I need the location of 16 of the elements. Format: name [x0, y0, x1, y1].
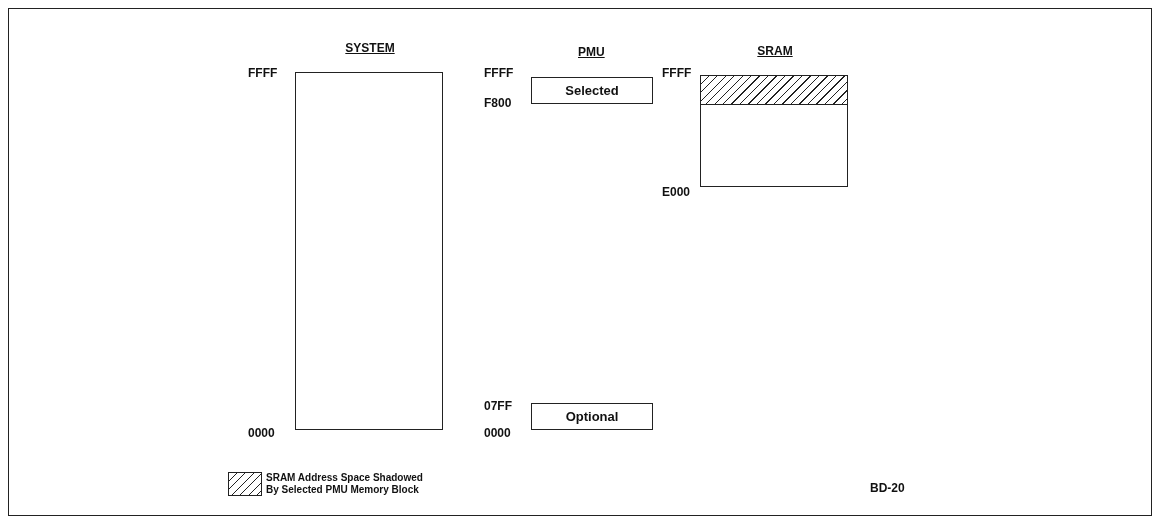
memory-block: Optional [531, 403, 653, 430]
address-label: FFFF [484, 66, 514, 80]
column-heading: PMU [578, 45, 605, 59]
address-label: 0000 [248, 426, 275, 440]
column-heading: SYSTEM [344, 41, 396, 55]
shadowed-region [701, 76, 847, 105]
column-heading: SRAM [756, 44, 794, 58]
address-label: E000 [662, 185, 691, 199]
address-label: FFFF [248, 66, 278, 80]
address-label: F800 [484, 96, 512, 110]
address-label: 07FF [484, 399, 512, 413]
legend-text: SRAM Address Space Shadowed By Selected PMU Memory Block [266, 472, 424, 496]
address-label: FFFF [662, 66, 692, 80]
figure-number: BD-20 [870, 481, 905, 495]
address-label: 0000 [484, 426, 511, 440]
memory-block: Selected [531, 77, 653, 104]
